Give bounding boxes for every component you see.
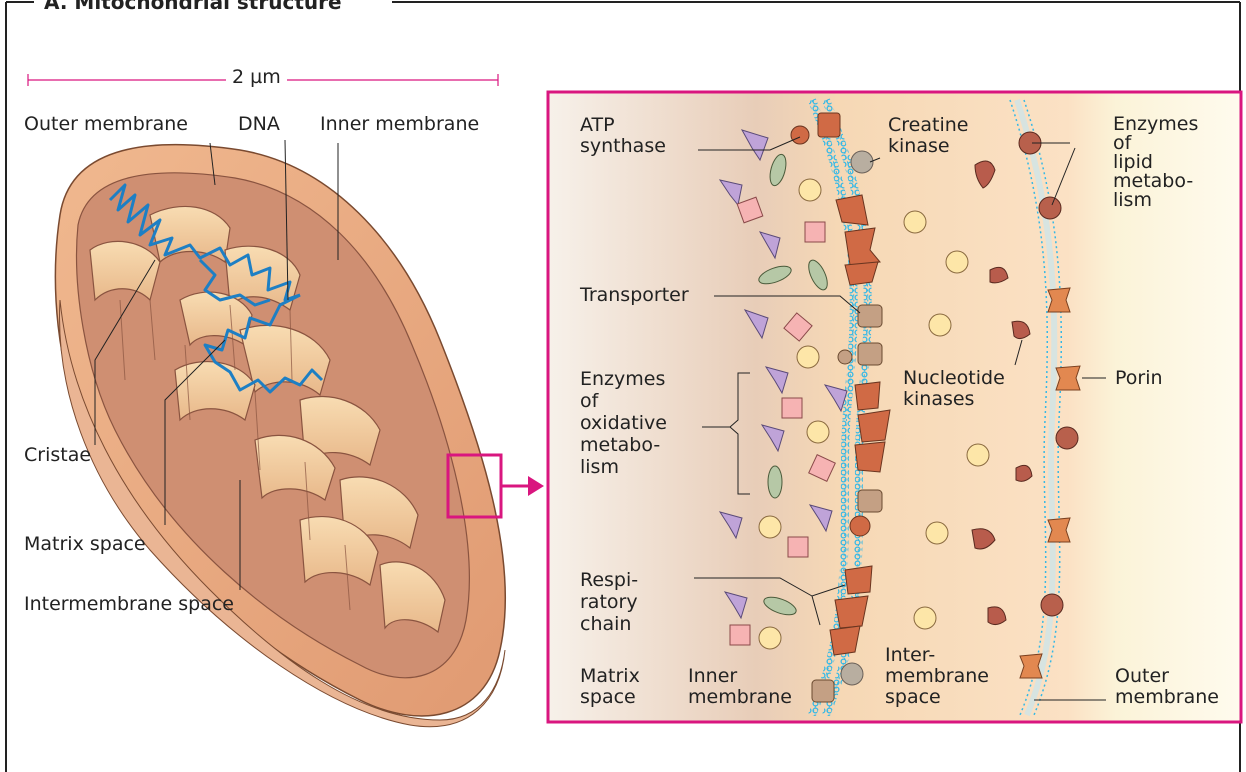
label-atp-synthase: ATP synthase (580, 115, 666, 157)
label-outer-membrane: Outer membrane (24, 114, 188, 135)
label-porin: Porin (1115, 368, 1163, 389)
label-respiratory-chain: Respi- ratory chain (580, 569, 638, 635)
label-dna: DNA (238, 114, 280, 135)
label-outer-membrane-detail: Outer membrane (1115, 666, 1219, 708)
label-nucleotide-kinases: Nucleotide kinases (903, 368, 1005, 410)
label-intermembrane-space: Intermembrane space (24, 594, 234, 615)
scale-bar-label: 2 µm (226, 66, 287, 88)
label-cristae: Cristae (24, 445, 91, 466)
label-enzymes-oxidative: Enzymes of oxidative metabo- lism (580, 368, 667, 478)
mitochondrion-illustration (55, 140, 505, 727)
label-enzymes-lipid: Enzymes of lipid metabo- lism (1113, 115, 1198, 210)
figure-title: A. Mitochondrial structure (36, 0, 350, 14)
label-matrix-space: Matrix space (24, 534, 146, 555)
label-inner-membrane-detail: Inner membrane (688, 666, 792, 708)
label-transporter: Transporter (580, 285, 689, 306)
label-intermembrane-space-detail: Inter- membrane space (885, 645, 989, 708)
label-matrix-space-detail: Matrix space (580, 666, 640, 708)
label-creatine-kinase: Creatine kinase (888, 115, 968, 157)
label-inner-membrane: Inner membrane (320, 114, 479, 135)
